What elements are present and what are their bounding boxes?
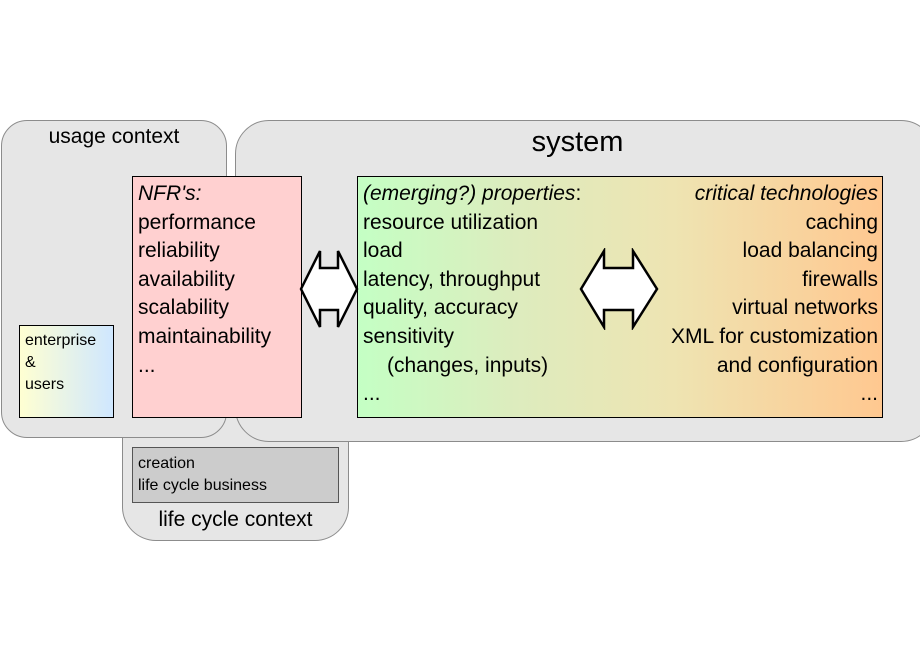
nfr-to-properties-arrow-icon (299, 250, 359, 328)
property-item: latency, throughput (363, 267, 541, 291)
nfr-item-maintainability: maintainability (138, 324, 272, 348)
nfr-item-availability: availability (138, 267, 235, 291)
nfr-item-reliability: reliability (138, 239, 220, 263)
system-title: system (531, 126, 624, 158)
properties-header: (emerging?) properties (363, 182, 576, 205)
nfr-header: NFR's: (138, 182, 202, 205)
properties-header-colon: : (575, 182, 582, 205)
property-item: resource utilization (363, 210, 539, 234)
property-item: sensitivity (363, 324, 455, 348)
enterprise-line: enterprise (25, 332, 97, 349)
nfr-box: NFR's: performance reliability availabil… (132, 176, 302, 418)
property-item: quality, accuracy (363, 296, 518, 320)
properties-to-technologies-arrow-icon (579, 248, 659, 330)
properties-list: (emerging?) properties: resource utiliza… (363, 180, 581, 409)
ampersand-line: & (25, 354, 36, 371)
property-item: ... (363, 382, 381, 406)
usage-context-title: usage context (48, 125, 180, 148)
users-line: users (25, 376, 65, 393)
nfr-item-scalability: scalability (138, 296, 230, 320)
technology-item: ... (860, 382, 878, 406)
property-item: (changes, inputs) (387, 353, 549, 377)
technology-item: load balancing (742, 239, 878, 263)
life-cycle-box: creation life cycle business (132, 447, 339, 503)
technologies-header: critical technologies (694, 182, 878, 205)
property-item: load (363, 239, 403, 263)
life-cycle-context-title: life cycle context (158, 508, 313, 531)
nfr-item-ellipsis: ... (138, 353, 156, 377)
technology-item: caching (805, 210, 878, 234)
creation-line: creation (138, 455, 195, 472)
life-cycle-business-line: life cycle business (138, 477, 267, 494)
technology-item: virtual networks (732, 296, 878, 320)
technology-item: and configuration (716, 353, 878, 377)
technologies-list: critical technologies caching load balan… (671, 180, 878, 409)
enterprise-users-box: enterprise & users (19, 325, 114, 418)
technology-item: firewalls (802, 267, 878, 291)
technology-item: XML for customization (671, 324, 878, 348)
nfr-item-performance: performance (138, 210, 256, 234)
